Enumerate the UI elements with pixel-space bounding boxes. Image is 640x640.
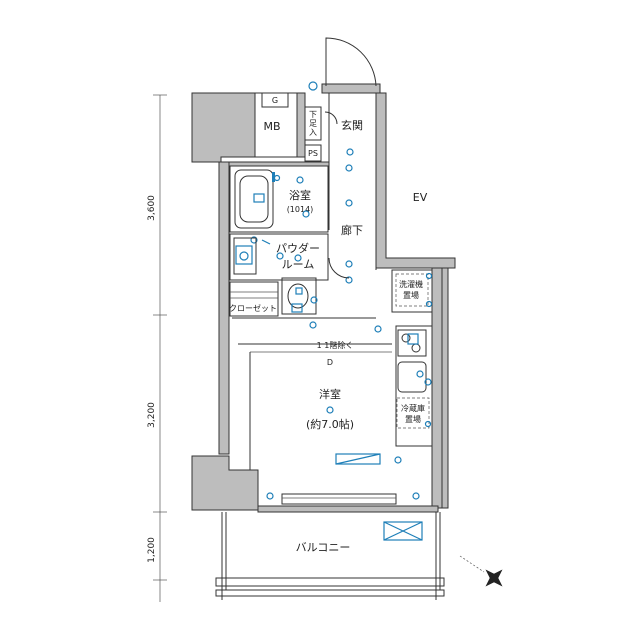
western-room-size: (約7.0帖) [306, 417, 354, 431]
mb-area: G MB [191, 92, 306, 163]
ps-label: PS [308, 149, 318, 158]
genkan-label: 玄関 [341, 118, 363, 132]
fridge-label-2: 置場 [405, 414, 421, 424]
fridge-label-1: 冷蔵庫 [401, 403, 425, 413]
door-mark: D [327, 358, 333, 367]
dimension-3200: 3,200 [147, 402, 157, 428]
dimension-line: 3,600 3,200 1,200 [147, 94, 167, 602]
washer-label-1: 洗濯機 [399, 279, 423, 289]
entrance: 下 足 入 PS 玄関 [304, 37, 381, 162]
dimension-1200: 1,200 [147, 537, 157, 563]
bath-size: (1014) [287, 205, 314, 214]
powder-room: パウダー ルーム [229, 233, 329, 281]
balcony-label: バルコニー [296, 541, 351, 554]
north-compass-icon [459, 555, 503, 587]
hallway: 廊下 [328, 164, 377, 284]
bath-label: 浴室 [289, 188, 311, 202]
hallway-label: 廊下 [341, 223, 363, 237]
bottom-left-wall [191, 455, 439, 513]
balcony: バルコニー [215, 512, 445, 600]
dimension-3600: 3,600 [147, 195, 157, 221]
western-room-label: 洋室 [319, 387, 341, 401]
western-room: 1 1階除く D 洋室 (約7.0帖) [238, 340, 402, 470]
closet-label: クローゼット [229, 303, 277, 313]
washer-area: 洗濯機 置場 [391, 269, 433, 313]
ev-shaft: EV [375, 92, 456, 269]
closet: クローゼット [229, 281, 382, 333]
gas-meter-label: G [272, 96, 278, 105]
shoe-box-label-1: 下 [309, 110, 317, 119]
kitchen: 冷蔵庫 置場 [395, 325, 433, 447]
shoe-box-label-3: 入 [309, 128, 317, 137]
ev-label: EV [413, 191, 428, 204]
powder-label-1: パウダー [276, 241, 320, 255]
shoe-box-label-2: 足 [309, 119, 317, 128]
bathroom: 浴室 (1014) [229, 165, 329, 244]
window [266, 492, 420, 505]
washer-label-2: 置場 [403, 290, 419, 300]
unit-right-wall [431, 267, 449, 509]
powder-label-2: ルーム [282, 258, 315, 271]
toilet [281, 277, 318, 315]
beam-note: 1 1階除く [317, 340, 354, 350]
mb-label: MB [263, 120, 280, 133]
